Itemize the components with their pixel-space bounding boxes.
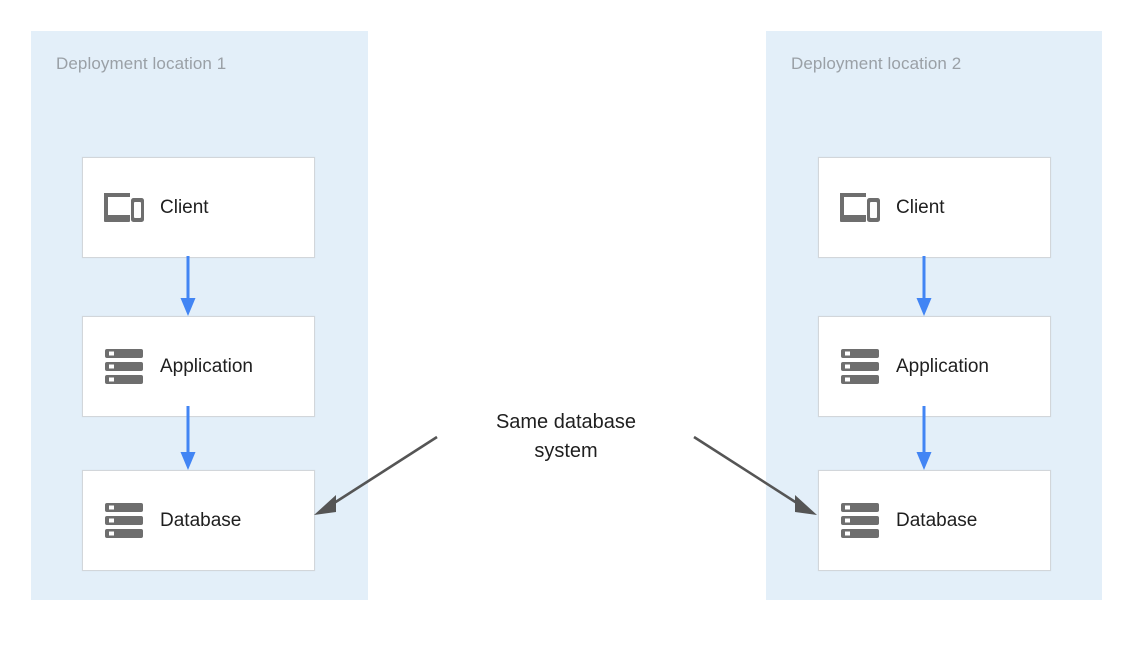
node-application-1-label: Application [160,355,253,377]
flow-arrow-client-2-to-application-2 [916,256,932,316]
node-client-1-label: Client [160,196,209,218]
zone-1-title: Deployment location 1 [56,54,227,73]
annotation-label-line-1: Same database [495,411,637,433]
server-icon [102,501,146,541]
devices-icon [838,188,882,228]
flow-arrow-application-1-to-database-1 [180,406,196,470]
node-database-1[interactable]: Database [82,470,315,571]
zone-2-title: Deployment location 2 [791,54,962,73]
node-database-2-label: Database [896,509,978,531]
devices-icon [102,188,146,228]
server-icon [102,347,146,387]
node-application-2-label: Application [896,355,989,377]
node-database-2[interactable]: Database [818,470,1051,571]
annotation-label-line-2: system [534,440,598,462]
flow-arrow-client-1-to-application-1 [180,256,196,316]
node-application-1[interactable]: Application [82,316,315,417]
node-client-2[interactable]: Client [818,157,1051,258]
flow-arrow-application-2-to-database-2 [916,406,932,470]
node-client-1[interactable]: Client [82,157,315,258]
server-icon [838,501,882,541]
server-icon [838,347,882,387]
annotation-label: Same database system [446,408,686,466]
node-client-2-label: Client [896,196,945,218]
node-application-2[interactable]: Application [818,316,1051,417]
node-database-1-label: Database [160,509,242,531]
